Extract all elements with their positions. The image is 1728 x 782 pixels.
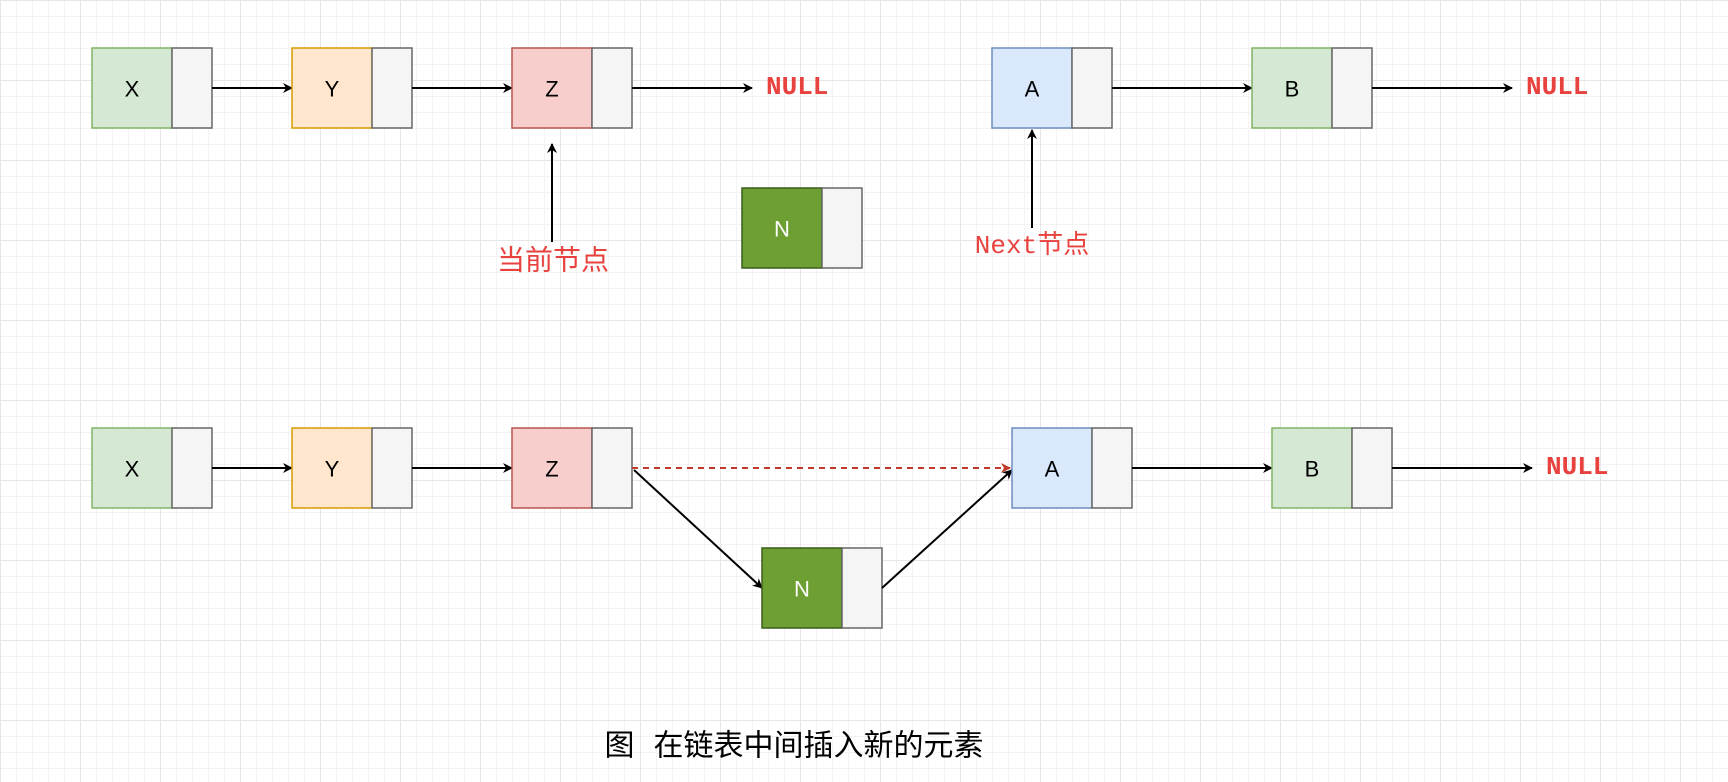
bottom-node-b-pointer (1351, 427, 1393, 509)
bottom-node-b[interactable]: B (1271, 427, 1393, 509)
bottom-node-y-label: Y (325, 457, 340, 482)
top-node-y-pointer (371, 47, 413, 129)
bottom-edge-z-n (633, 469, 763, 589)
top-node-a-pointer (1071, 47, 1113, 129)
bottom-null: NULL (1546, 452, 1608, 482)
top-node-z[interactable]: Z (511, 47, 633, 129)
bottom-node-b-label: B (1305, 457, 1320, 482)
top-node-n[interactable]: N (741, 187, 863, 269)
bottom-node-x-label: X (125, 457, 140, 482)
top-node-b-pointer (1331, 47, 1373, 129)
current-node-label: 当前节点 (497, 244, 609, 277)
next-node-label: Next节点 (975, 230, 1089, 261)
bottom-node-a[interactable]: A (1011, 427, 1133, 509)
top-node-b-label: B (1285, 77, 1300, 102)
top-node-x[interactable]: X (91, 47, 213, 129)
bottom-node-z-pointer (591, 427, 633, 509)
top-node-a[interactable]: A (991, 47, 1113, 129)
bottom-node-a-pointer (1091, 427, 1133, 509)
bottom-node-z[interactable]: Z (511, 427, 633, 509)
top-node-x-pointer (171, 47, 213, 129)
top-node-n-pointer (821, 187, 863, 269)
bottom-node-x[interactable]: X (91, 427, 213, 509)
top-node-y[interactable]: Y (291, 47, 413, 129)
top-null-right: NULL (1526, 72, 1588, 102)
top-node-b[interactable]: B (1251, 47, 1373, 129)
bottom-node-z-label: Z (545, 457, 558, 482)
top-node-a-label: A (1025, 77, 1040, 102)
top-node-z-label: Z (545, 77, 558, 102)
bottom-node-y-pointer (371, 427, 413, 509)
figure-caption: 图 在链表中间插入新的元素 (604, 729, 983, 764)
top-node-z-pointer (591, 47, 633, 129)
bottom-node-n-label: N (794, 577, 810, 602)
bottom-node-n-pointer (841, 547, 883, 629)
top-node-y-label: Y (325, 77, 340, 102)
top-node-x-label: X (125, 77, 140, 102)
top-node-n-label: N (774, 217, 790, 242)
bottom-edge-n-a (881, 469, 1013, 589)
top-null-left: NULL (766, 72, 828, 102)
bottom-node-n[interactable]: N (761, 547, 883, 629)
bottom-node-a-label: A (1045, 457, 1060, 482)
bottom-node-x-pointer (171, 427, 213, 509)
bottom-node-y[interactable]: Y (291, 427, 413, 509)
